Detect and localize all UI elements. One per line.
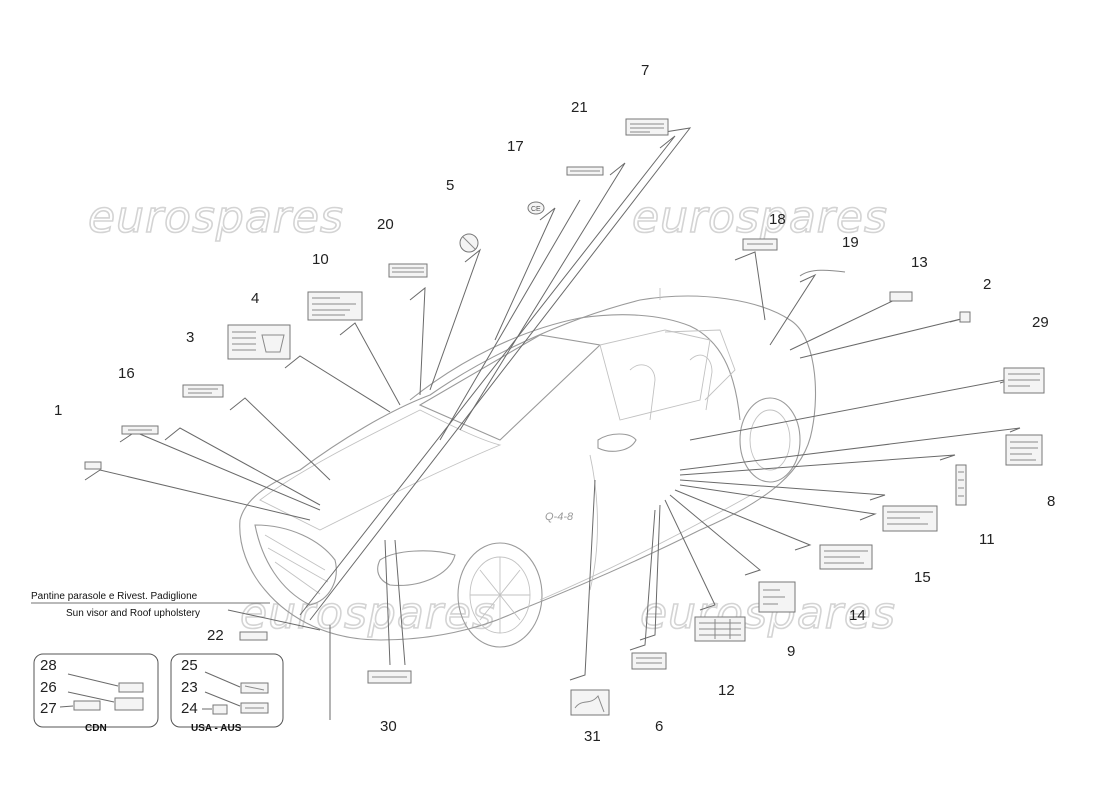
decal-24 xyxy=(212,704,228,715)
callout-2: 2 xyxy=(983,276,991,293)
decal-22 xyxy=(239,631,268,641)
group-label-cdn: CDN xyxy=(85,723,107,734)
callout-6: 6 xyxy=(655,718,663,735)
decal-thumbnails: CE xyxy=(84,118,1045,716)
callout-28: 28 xyxy=(40,657,57,674)
decal-19 xyxy=(799,269,846,277)
decal-13 xyxy=(889,291,913,302)
callout-26: 26 xyxy=(40,679,57,696)
callout-31: 31 xyxy=(584,728,601,745)
model-badge: Q-4-8 xyxy=(545,511,574,523)
callout-13: 13 xyxy=(911,254,928,271)
region-box-cdn: CDN xyxy=(33,653,159,734)
callout-numbers: 1 2 3 4 5 6 7 8 9 10 11 12 13 14 15 16 1… xyxy=(40,62,1055,745)
decal-17 xyxy=(527,201,545,215)
callout-24: 24 xyxy=(181,700,198,717)
region-box-usa-aus: USA - AUS xyxy=(170,653,284,734)
callout-8: 8 xyxy=(1047,493,1055,510)
decal-1 xyxy=(84,461,102,470)
caption-line-2: Sun visor and Roof upholstery xyxy=(66,608,200,619)
callout-14: 14 xyxy=(849,607,866,624)
decal-3 xyxy=(182,384,224,398)
svg-text:CE: CE xyxy=(531,206,541,213)
callout-27: 27 xyxy=(40,700,57,717)
callout-20: 20 xyxy=(377,216,394,233)
group-label-usa-aus: USA - AUS xyxy=(191,723,242,734)
caption-block: Pantine parasole e Rivest. Padiglione Su… xyxy=(31,591,270,619)
callout-29: 29 xyxy=(1032,314,1049,331)
decal-2 xyxy=(959,311,971,323)
callout-11: 11 xyxy=(979,531,995,548)
callout-21: 21 xyxy=(571,99,588,116)
callout-22: 22 xyxy=(207,627,224,644)
callout-30: 30 xyxy=(380,718,397,735)
watermark-right: eurospares xyxy=(632,192,888,243)
callout-25: 25 xyxy=(181,657,198,674)
callout-3: 3 xyxy=(186,329,194,346)
decal-10 xyxy=(307,291,363,321)
decal-28 xyxy=(118,682,144,693)
decal-26 xyxy=(114,697,144,711)
decal-27 xyxy=(73,700,101,711)
caption-line-1: Pantine parasole e Rivest. Padiglione xyxy=(31,591,198,602)
callout-16: 16 xyxy=(118,365,135,382)
decal-31 xyxy=(570,689,610,716)
callout-23: 23 xyxy=(181,679,198,696)
callout-19: 19 xyxy=(842,234,859,251)
car-illustration xyxy=(239,288,817,648)
callout-18: 18 xyxy=(769,211,786,228)
callout-7: 7 xyxy=(641,62,649,79)
callout-10: 10 xyxy=(312,251,329,268)
decal-7 xyxy=(625,118,669,136)
callout-15: 15 xyxy=(914,569,931,586)
watermark-group: eurospares eurospares eurospares eurospa… xyxy=(87,191,895,640)
watermark-bottom-left: eurospares xyxy=(240,588,496,639)
callout-4: 4 xyxy=(251,290,259,307)
callout-17: 17 xyxy=(507,138,524,155)
callout-5: 5 xyxy=(446,177,454,194)
decal-11 xyxy=(955,464,967,506)
callout-12: 12 xyxy=(718,682,735,699)
decal-20 xyxy=(388,263,428,278)
callout-1: 1 xyxy=(54,402,62,419)
decal-4 xyxy=(227,324,291,360)
watermark-left: eurospares xyxy=(88,192,344,243)
callout-9: 9 xyxy=(787,643,795,660)
decal-6 xyxy=(631,652,667,670)
leader-lines xyxy=(84,127,1021,720)
